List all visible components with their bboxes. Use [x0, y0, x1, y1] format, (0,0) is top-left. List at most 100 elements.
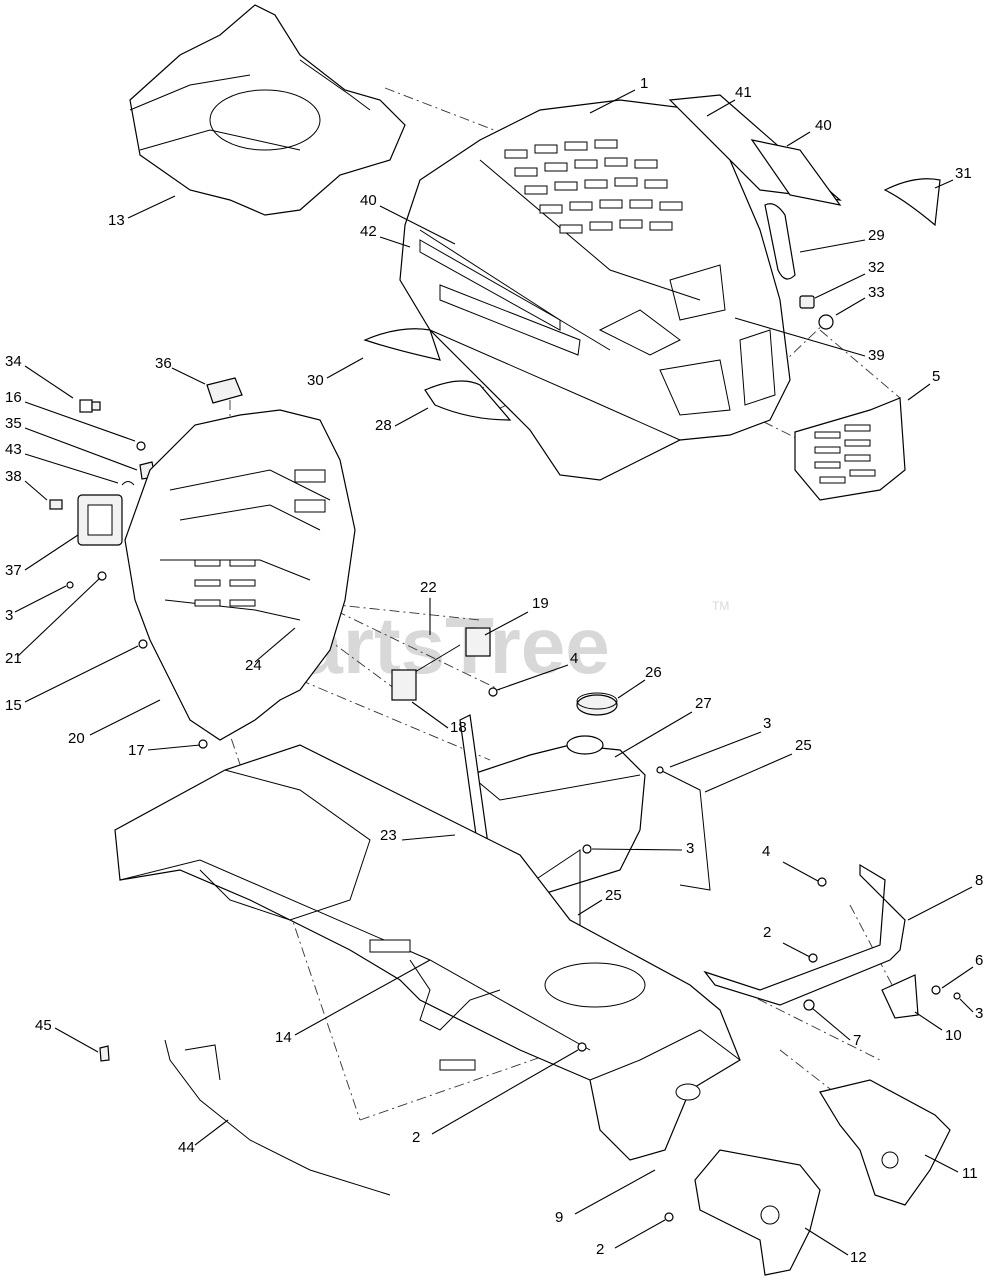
- callout-label: 25: [795, 737, 812, 754]
- part-17-bolt: [198, 739, 208, 749]
- callout-c40b: 40: [360, 192, 456, 245]
- part-3-bolt-a: [66, 581, 74, 589]
- callout-c25b: 25: [577, 887, 622, 916]
- callout-leader-line: [907, 886, 973, 921]
- callout-c44: 44: [178, 1119, 229, 1156]
- watermark-tm: TM: [712, 599, 729, 613]
- callout-leader-line: [669, 731, 762, 768]
- callout-c10: 10: [914, 1011, 962, 1044]
- callout-c5: 5: [907, 368, 940, 401]
- part-2-bolt-a: [808, 953, 818, 963]
- callout-c32: 32: [814, 259, 885, 299]
- callout-leader-line: [907, 383, 931, 401]
- callout-c2c: 2: [596, 1219, 666, 1258]
- callout-label: 14: [275, 1029, 292, 1046]
- callout-leader-line: [804, 1227, 849, 1256]
- part-15-bolt: [138, 639, 148, 649]
- part-43-clip: [121, 481, 135, 486]
- callout-c39: 39: [734, 317, 885, 364]
- part-37-ignition-switch: [77, 494, 123, 546]
- callout-leader-line: [254, 627, 296, 663]
- callout-c3b: 3: [669, 715, 771, 768]
- callout-leader-line: [127, 195, 176, 219]
- callout-label: 15: [5, 697, 22, 714]
- callout-c2a: 2: [763, 924, 811, 958]
- part-6-washer: [931, 985, 941, 995]
- callout-label: 27: [695, 695, 712, 712]
- callout-leader-line: [24, 534, 79, 571]
- callout-leader-line: [484, 611, 529, 636]
- callout-leader-line: [14, 585, 67, 613]
- callout-leader-line: [614, 1219, 666, 1249]
- callout-leader-line: [147, 744, 201, 751]
- callout-label: 23: [380, 827, 397, 844]
- callout-leader-line: [24, 365, 74, 399]
- callout-c16: 16: [5, 389, 136, 442]
- callout-leader-line: [294, 959, 431, 1036]
- callout-label: 21: [5, 650, 22, 667]
- callout-leader-line: [411, 701, 449, 729]
- callout-c41: 41: [706, 84, 752, 117]
- callout-leader-line: [706, 99, 736, 117]
- callout-c9: 9: [555, 1169, 656, 1226]
- callout-leader-line: [431, 1049, 579, 1135]
- callout-leader-line: [811, 1007, 851, 1041]
- callout-c18: 18: [411, 701, 467, 736]
- part-7-nut: [803, 999, 815, 1011]
- callout-label: 3: [763, 715, 771, 732]
- part-1-hood: [399, 99, 791, 481]
- callout-leader-line: [326, 357, 364, 379]
- callout-label: 3: [5, 607, 13, 624]
- callout-label: 2: [763, 924, 771, 941]
- callout-c3c: 3: [591, 840, 694, 857]
- callout-leader-line: [194, 1119, 229, 1146]
- part-12-side-plate: [694, 1149, 821, 1276]
- callout-leader-line: [782, 861, 819, 882]
- callout-leader-line: [394, 407, 429, 427]
- callout-c28: 28: [375, 407, 429, 434]
- callout-label: 16: [5, 389, 22, 406]
- callout-label: 25: [605, 887, 622, 904]
- callout-label: 26: [645, 664, 662, 681]
- callout-c40a: 40: [786, 117, 832, 147]
- callout-leader-line: [379, 236, 411, 248]
- callout-label: 1: [640, 75, 648, 92]
- part-34-knob: [79, 399, 101, 413]
- part-9-frame: [114, 744, 741, 1161]
- callout-label: 8: [975, 872, 983, 889]
- callout-label: 6: [975, 952, 983, 969]
- callout-leader-line: [617, 679, 646, 699]
- callout-leader-line: [814, 273, 866, 299]
- callout-c29: 29: [799, 227, 885, 253]
- part-4-bolt-b: [817, 877, 827, 887]
- callout-label: 18: [450, 719, 467, 736]
- callout-c35: 35: [5, 415, 138, 471]
- callout-c37: 37: [5, 534, 79, 579]
- callout-c45: 45: [35, 1017, 99, 1053]
- callout-label: 42: [360, 223, 377, 240]
- callout-leader-line: [496, 664, 569, 691]
- callout-label: 24: [245, 657, 262, 674]
- callout-c11: 11: [924, 1154, 978, 1182]
- part-25-fuel-line-a: [659, 769, 711, 891]
- callout-label: 10: [945, 1027, 962, 1044]
- callout-label: 29: [868, 227, 885, 244]
- callout-c13: 13: [108, 195, 176, 229]
- part-44-harness-loom: [164, 1039, 391, 1196]
- callout-leader-line: [24, 480, 48, 501]
- callout-c1: 1: [589, 75, 648, 114]
- part-38-key: [49, 499, 63, 510]
- callout-c38: 38: [5, 468, 48, 501]
- callout-c4a: 4: [496, 650, 578, 691]
- callout-label: 36: [155, 355, 172, 372]
- callout-c4b: 4: [762, 843, 819, 882]
- callout-label: 31: [955, 165, 972, 182]
- callout-leader-line: [54, 1027, 99, 1053]
- callout-leader-line: [786, 131, 811, 147]
- part-3-bolt-c: [582, 844, 592, 854]
- part-28-lens: [424, 380, 512, 421]
- part-31-lens: [883, 178, 941, 227]
- callout-c12: 12: [804, 1227, 867, 1266]
